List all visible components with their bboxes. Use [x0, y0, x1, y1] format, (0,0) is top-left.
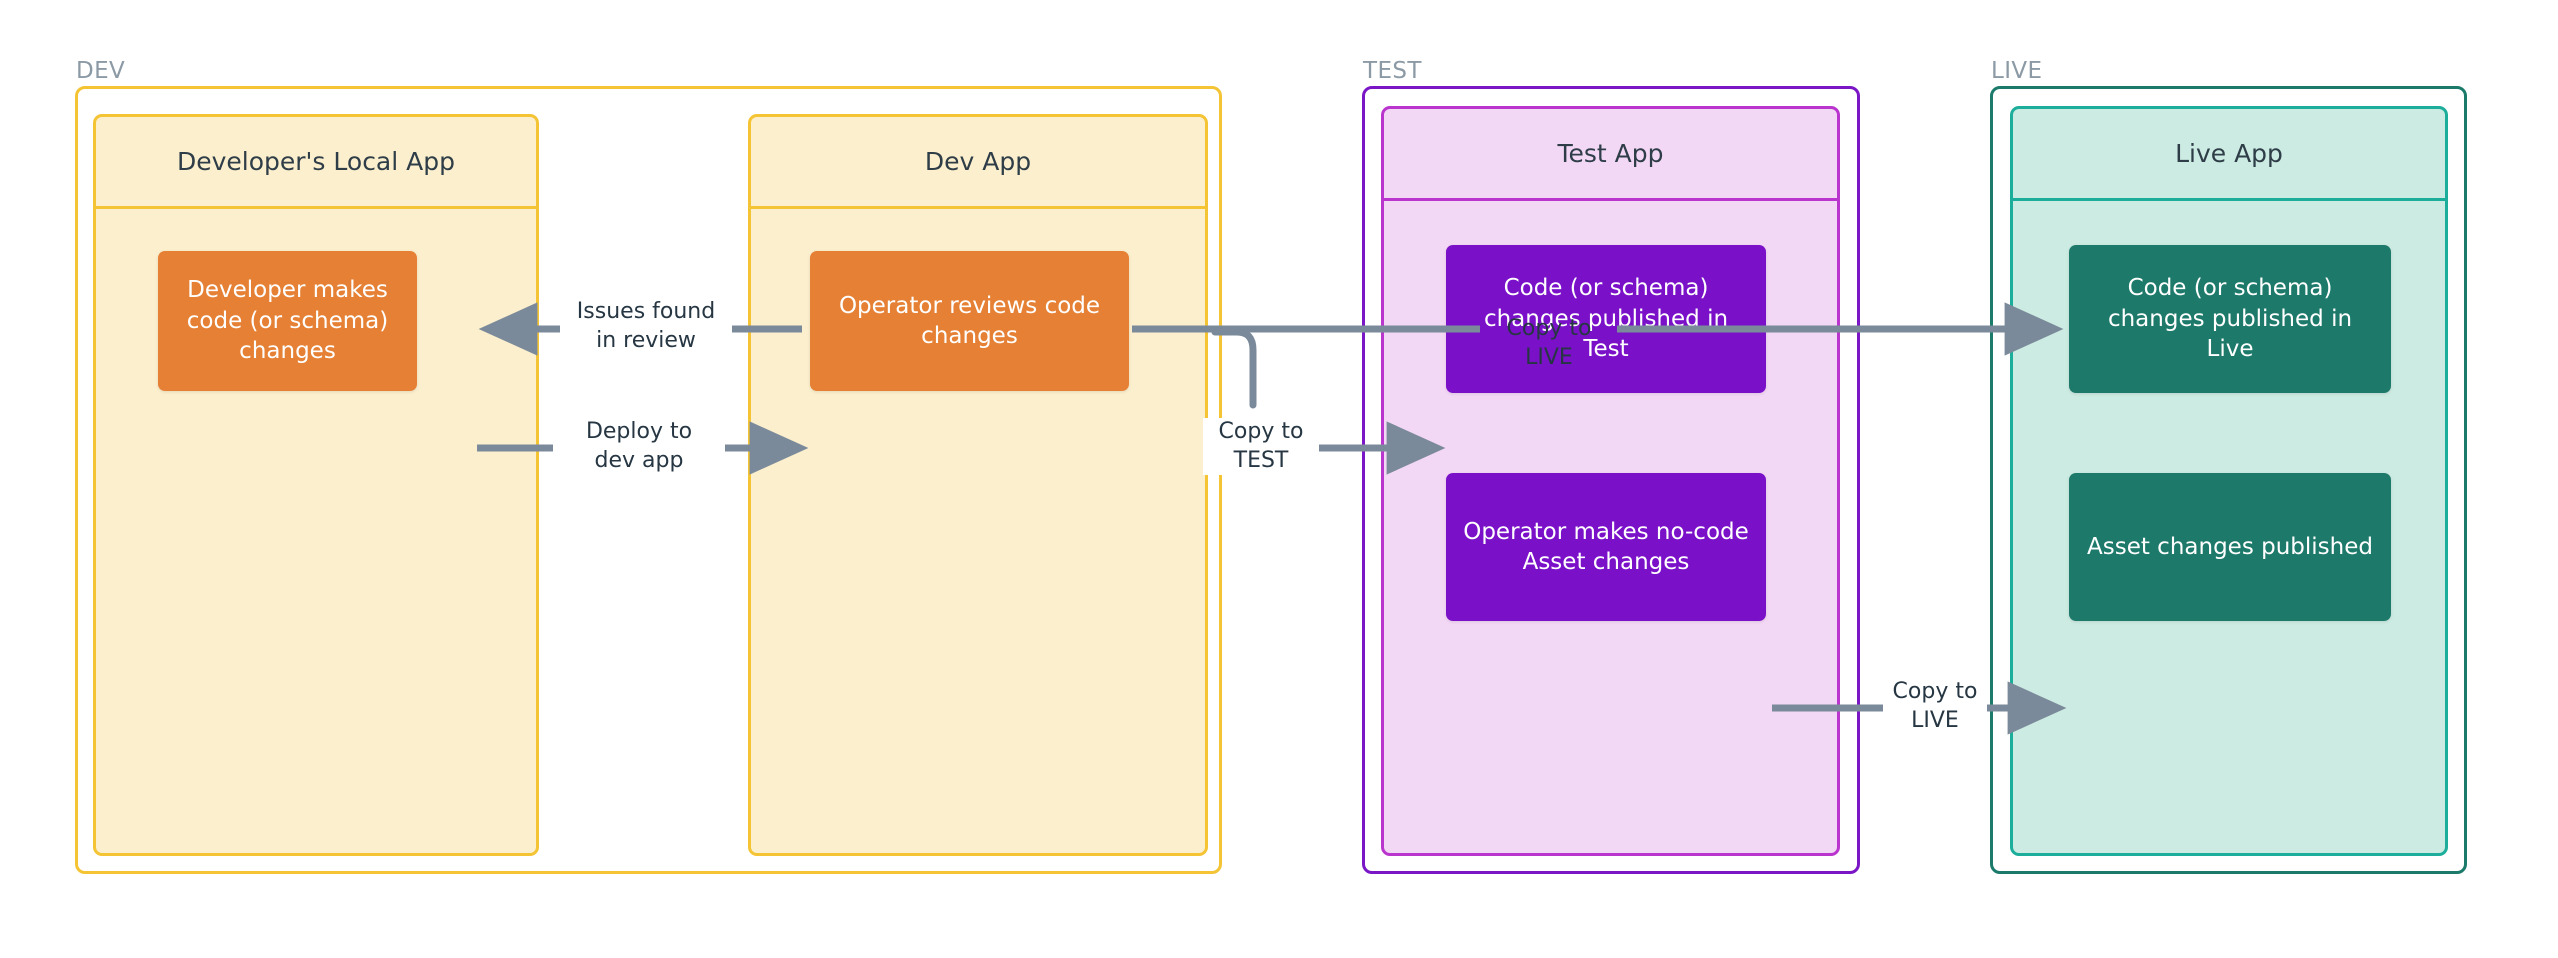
edge-label-deploy-to-dev: Deploy to dev app: [553, 418, 725, 476]
node-code-published-live[interactable]: Code (or schema) changes published in Li…: [2069, 245, 2391, 393]
app-live-app: Live App Code (or schema) changes publis…: [2010, 106, 2448, 856]
group-live: [1990, 86, 2467, 874]
app-body-test-app: Code (or schema) changes published in Te…: [1384, 201, 1837, 853]
node-operator-no-code-assets[interactable]: Operator makes no-code Asset changes: [1446, 473, 1766, 621]
node-developer-makes-changes[interactable]: Developer makes code (or schema) changes: [158, 251, 417, 391]
group-test: [1362, 86, 1860, 874]
app-title-test-app: Test App: [1557, 139, 1664, 168]
app-body-dev-local-app: Developer makes code (or schema) changes: [96, 209, 536, 853]
app-title-dev-app: Dev App: [924, 147, 1032, 176]
node-asset-changes-published[interactable]: Asset changes published: [2069, 473, 2391, 621]
edge-label-copy-to-live-assets: Copy to LIVE: [1883, 678, 1987, 736]
app-title-dev-local-app: Developer's Local App: [176, 147, 455, 176]
app-header-dev-app: Dev App: [751, 117, 1205, 209]
edge-label-copy-to-live-code: Copy to LIVE: [1506, 316, 1592, 370]
app-header-dev-local-app: Developer's Local App: [96, 117, 536, 209]
group-label-dev: DEV: [76, 58, 126, 84]
app-test-app: Test App Code (or schema) changes publis…: [1381, 106, 1840, 856]
group-dev: [75, 86, 1222, 874]
app-body-live-app: Code (or schema) changes published in Li…: [2013, 201, 2445, 853]
edge-label-issues-found: Issues found in review: [560, 298, 732, 356]
app-dev-local-app: Developer's Local App Developer makes co…: [93, 114, 539, 856]
app-title-live-app: Live App: [2175, 139, 2283, 168]
group-label-test: TEST: [1363, 58, 1422, 84]
group-label-live: LIVE: [1991, 58, 2043, 84]
node-operator-reviews-code[interactable]: Operator reviews code changes: [810, 251, 1129, 391]
node-code-published-test[interactable]: Code (or schema) changes published in Te…: [1446, 245, 1766, 393]
app-dev-app: Dev App Operator reviews code changes: [748, 114, 1208, 856]
app-body-dev-app: Operator reviews code changes: [751, 209, 1205, 853]
app-header-live-app: Live App: [2013, 109, 2445, 201]
edge-label-copy-to-test: Copy to TEST: [1203, 418, 1319, 476]
app-header-test-app: Test App: [1384, 109, 1837, 201]
